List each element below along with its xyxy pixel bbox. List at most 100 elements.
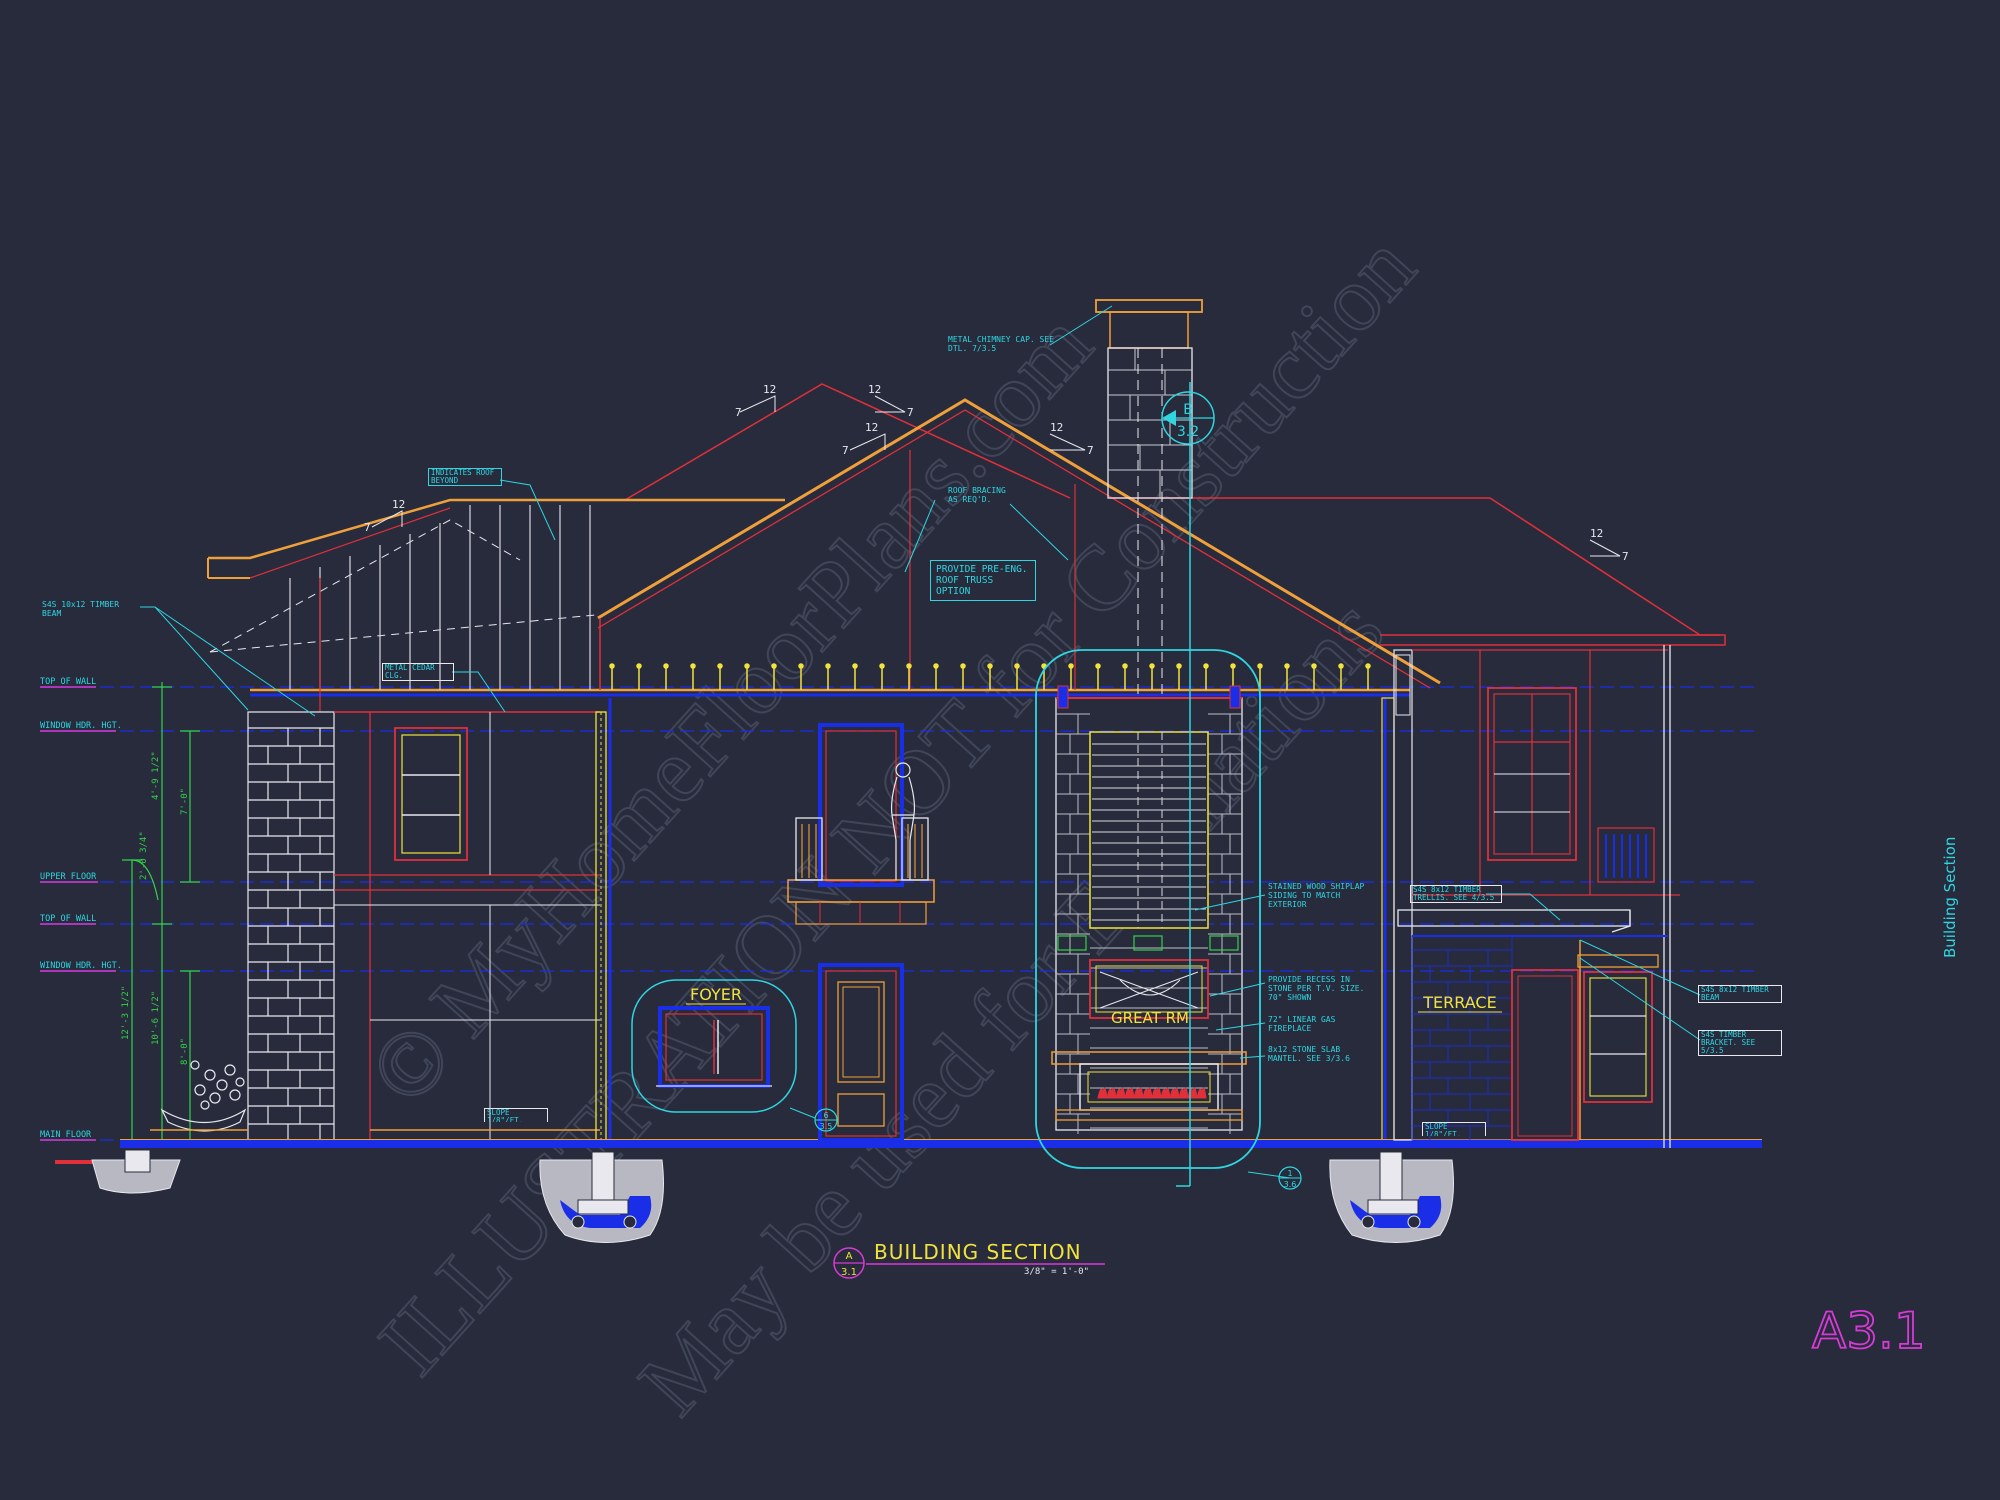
svg-text:12: 12 (763, 383, 776, 396)
truss-marker-dot (1257, 663, 1263, 669)
footings (91, 1149, 1454, 1243)
truss-marker-dot (960, 663, 966, 669)
upper-right-window (1487, 687, 1577, 861)
dimension-label-4: 10'-6 1/2" (151, 991, 161, 1045)
section-scale: 3/8" = 1'-0" (1024, 1267, 1089, 1277)
dimension-label-2: 7'-0" (180, 788, 190, 815)
level-label-top-of-wall-upper: TOP OF WALL (40, 677, 96, 687)
callout-leaders (140, 305, 1701, 1179)
detail-bubble-door: 6 3.5 (814, 1108, 838, 1132)
roof-pitch-symbols: 127 127 127 127 127 127 (364, 383, 1629, 563)
left-roof (208, 498, 785, 560)
entry-door (818, 963, 904, 1142)
chimney (1095, 299, 1203, 700)
truss-marker-dot (1095, 663, 1101, 669)
sheet-number: A3.1 (1812, 1302, 1926, 1360)
pitch-symbol-2: 127 (868, 383, 914, 419)
callout-indicates-roof: INDICATES ROOF BEYOND (428, 468, 502, 486)
pitch-symbol-4: 127 (1049, 421, 1094, 457)
svg-text:12: 12 (865, 421, 878, 434)
callout-trellis: S4S 8x12 TIMBER TRELLIS. SEE 4/3.5 (1410, 885, 1502, 903)
callout-metal-chimney: METAL CHIMNEY CAP. SEE DTL. 7/3.5 (948, 335, 1054, 353)
flame (1115, 1087, 1126, 1099)
truss-marker-dot (1014, 663, 1020, 669)
dimension-label-6: 12'-3 1/2" (121, 986, 131, 1040)
terrace-door (1511, 969, 1579, 1141)
svg-text:6: 6 (823, 1111, 828, 1120)
dimension-label-5: 8'-0" (180, 1038, 190, 1065)
foyer-area (631, 979, 797, 1113)
callout-timber-bracket: S4S TIMBER BRACKET. SEE 5/3.5 (1698, 1030, 1782, 1056)
balustrade-left (795, 817, 823, 881)
callout-timber-beam: S4S 10x12 TIMBER BEAM (42, 600, 120, 618)
dimension-labels: 4'-9 1/2" 7'-0" 2'-0 3/4" 10'-6 1/2" 8'-… (121, 751, 190, 1065)
terrace-window (1583, 971, 1653, 1103)
flame (1151, 1087, 1162, 1099)
truss-marker-dot (1230, 663, 1236, 669)
truss-marker-dot (636, 663, 642, 669)
dimension-strings (122, 682, 200, 1142)
truss-marker-dot (771, 663, 777, 669)
chimney-stack (1107, 347, 1193, 499)
truss-marker-dot (987, 663, 993, 669)
roof-lines (207, 383, 1726, 712)
svg-text:7: 7 (364, 521, 371, 534)
svg-text:3.5: 3.5 (820, 1122, 833, 1131)
main-gable-roof-inner (597, 409, 1431, 689)
truss-marker-dot (906, 663, 912, 669)
flame (1160, 1087, 1171, 1099)
chimney-detail-bubble: B 3.2 (1161, 391, 1215, 445)
svg-text:7: 7 (907, 406, 914, 419)
truss-marker-dot (879, 663, 885, 669)
detail-bubble-fireplace: 1 3.6 (1278, 1166, 1302, 1190)
dimension-label-3: 2'-0 3/4" (139, 831, 149, 880)
linear-gas-fireplace (1079, 1063, 1219, 1111)
tv-recess (1089, 959, 1209, 1019)
callout-texts: METAL CHIMNEY CAP. SEE DTL. 7/3.5 ROOF B… (42, 335, 1782, 1136)
flame (1106, 1087, 1117, 1099)
level-label-window-hdr-lower: WINDOW HDR. HGT. (40, 961, 122, 971)
dimension-label-1: 4'-9 1/2" (151, 751, 161, 800)
title-bubble-top: A (846, 1251, 853, 1262)
title-bubble-bottom: 3.1 (841, 1267, 857, 1278)
svg-text:12: 12 (1590, 527, 1603, 540)
truss-marker-dot (609, 663, 615, 669)
fireplace-highlight (1035, 649, 1261, 1169)
pitch-symbol-6: 127 (1589, 527, 1629, 563)
svg-text:1: 1 (1287, 1169, 1292, 1178)
svg-text:12: 12 (1050, 421, 1063, 434)
callout-terrace-beam: S4S 8x12 TIMBER BEAM (1698, 985, 1782, 1003)
flame (1142, 1087, 1153, 1099)
right-roof (1380, 634, 1726, 646)
fireplace-assembly (1035, 382, 1261, 1187)
section-title: BUILDING SECTION (874, 1240, 1082, 1264)
truss-markers (609, 663, 1371, 690)
flame (1178, 1087, 1189, 1099)
truss-marker-dot (717, 663, 723, 669)
level-label-main-floor: MAIN FLOOR (40, 1130, 92, 1140)
fireplace-shiplap-panel (1089, 731, 1209, 929)
callout-slope-right: SLOPE 1/8"/FT. (1422, 1122, 1486, 1136)
truss-marker-dot (1338, 663, 1344, 669)
upper-left-window (394, 727, 468, 861)
callout-shiplap: STAINED WOOD SHIPLAP SIDING TO MATCH EXT… (1268, 882, 1365, 909)
truss-marker-dot (1365, 663, 1371, 669)
truss-marker-dot (1122, 663, 1128, 669)
truss-marker-dot (744, 663, 750, 669)
truss-marker-dot (798, 663, 804, 669)
pitch-symbol-3: 127 (842, 421, 886, 457)
room-labels: FOYER GREAT RM TERRACE (686, 985, 1502, 1027)
svg-text:12: 12 (392, 498, 405, 511)
right-wing (1393, 645, 1680, 1148)
svg-text:3.2: 3.2 (1177, 424, 1199, 440)
flame (1124, 1087, 1135, 1099)
truss-marker-dot (1311, 663, 1317, 669)
flame (1196, 1087, 1207, 1099)
foyer-highlight (631, 979, 797, 1113)
balustrade-right (901, 817, 929, 881)
room-label-great-rm: GREAT RM (1111, 1009, 1189, 1027)
svg-text:B: B (1183, 402, 1193, 418)
pitch-symbol-1: 127 (735, 383, 776, 419)
